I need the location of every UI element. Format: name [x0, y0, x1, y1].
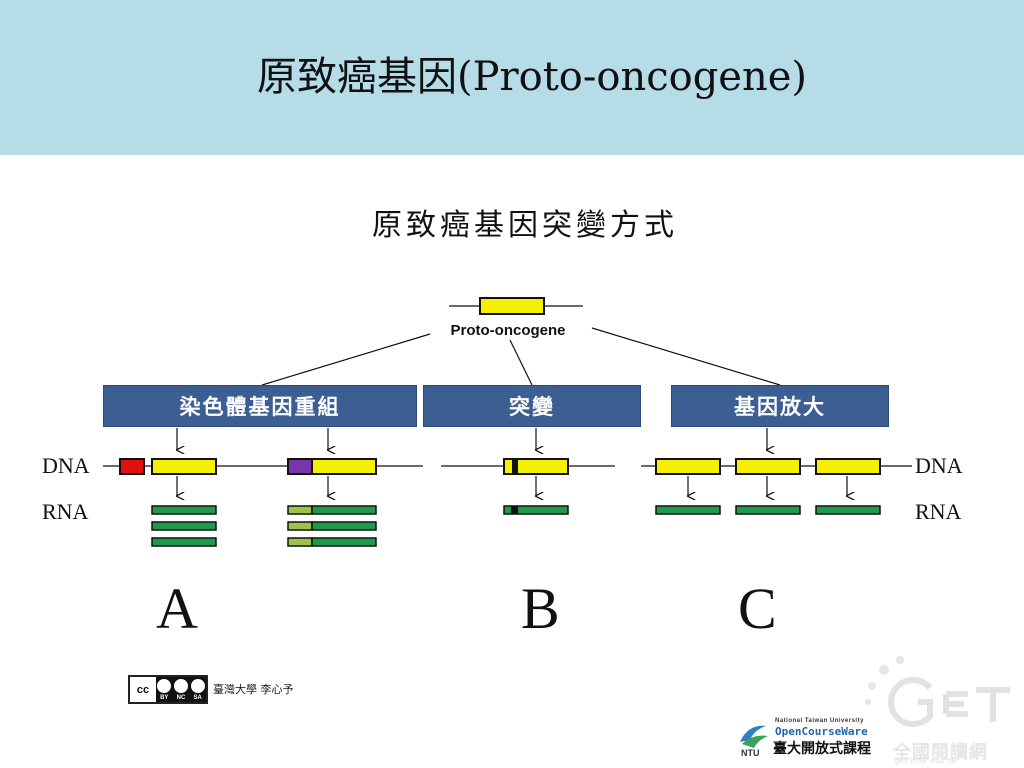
category-gene-amplification: 基因放大 — [671, 385, 889, 427]
panel-c-dna — [655, 458, 881, 475]
sharealike-icon — [190, 679, 205, 693]
rna-label-left: RNA — [42, 499, 89, 524]
rna-label-right: RNA — [915, 499, 962, 524]
cc-license-badge[interactable]: cc BY NC SA — [128, 675, 208, 704]
panel-b-rna — [503, 505, 569, 515]
cc-term-sa: SA — [193, 695, 202, 701]
panel-b-dna — [503, 458, 569, 475]
ntu-ocw-label: OpenCourseWare — [775, 725, 868, 738]
diagram-title: 原致癌基因突變方式 — [372, 208, 678, 243]
author-credit: 臺灣大學 李心予 — [213, 683, 294, 696]
header-band — [0, 0, 1024, 155]
panel-a-rna — [151, 505, 377, 547]
get-logo-text: 全國閱讀網 — [893, 742, 988, 763]
proto-oncogene-label: Proto-oncogene — [438, 322, 578, 339]
category-mutation: 突變 — [423, 385, 641, 427]
ntu-logo-icon: NTU — [740, 725, 768, 758]
proto-oncogene-gene — [449, 297, 583, 315]
category-chromosome-rearrangement: 染色體基因重組 — [103, 385, 417, 427]
panel-label-b: B — [521, 576, 560, 641]
get-logo-subtext: get.moe.edu.tw — [895, 758, 957, 765]
cc-term-nc: NC — [176, 695, 186, 701]
category-arrows — [177, 428, 767, 450]
cc-icon: cc — [130, 677, 156, 702]
get-logo-icon — [865, 656, 1010, 727]
by-attribution-icon — [157, 679, 172, 693]
slide-title: 原致癌基因(Proto-oncogene) — [256, 54, 808, 100]
connector-lines — [261, 327, 781, 386]
panel-label-c: C — [738, 576, 777, 641]
cc-term-by: BY — [160, 695, 169, 701]
noncommercial-icon — [173, 679, 188, 693]
panel-label-a: A — [156, 576, 198, 641]
ntu-english-name: National Taiwan University — [775, 718, 864, 724]
dna-label-right: DNA — [915, 453, 963, 478]
ntu-logo-text: NTU — [741, 748, 760, 758]
ntu-ocw-chinese-name: 臺大開放式課程 — [773, 741, 871, 757]
panel-c-rna — [655, 505, 881, 515]
panel-a-dna — [119, 458, 377, 475]
dna-label-left: DNA — [42, 453, 90, 478]
transcription-arrows — [177, 476, 847, 496]
